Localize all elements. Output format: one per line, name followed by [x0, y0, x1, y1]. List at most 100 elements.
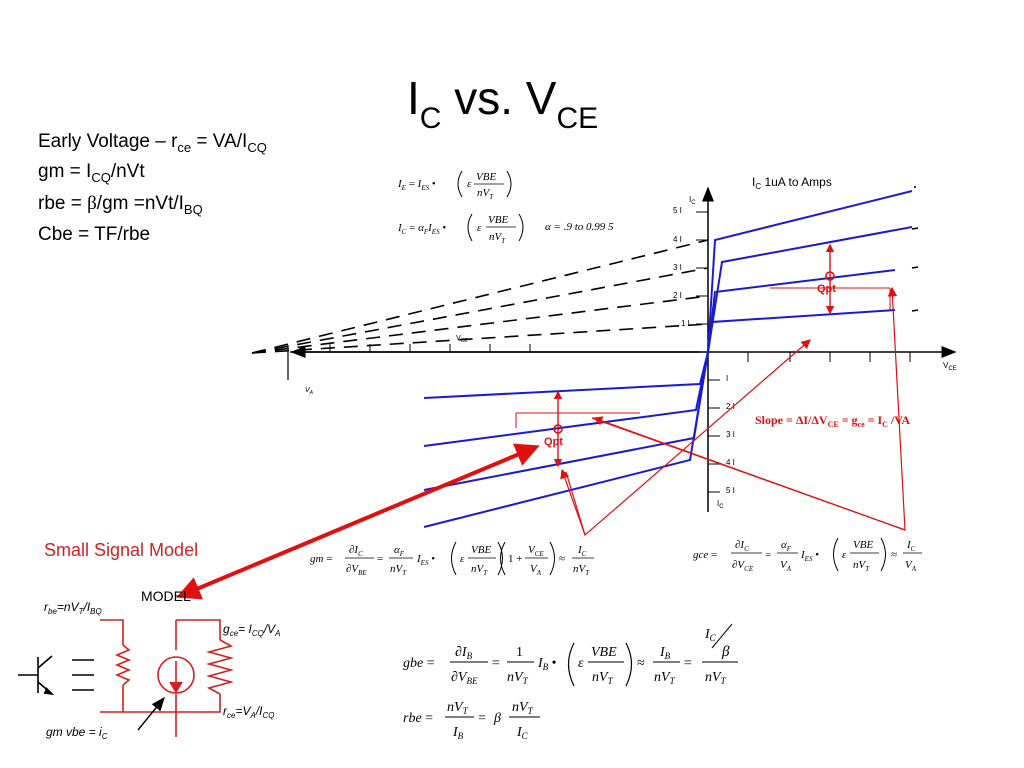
- svg-text:IE = IES •: IE = IES •: [397, 178, 436, 192]
- rbe-note: rbe = β/gm =nVt/IBQ: [38, 193, 203, 217]
- gm-equation: gm = ∂IC ∂VBE = αF nVT IES • ε VBE nVT 1…: [310, 541, 594, 577]
- svg-text:1: 1: [516, 645, 523, 660]
- svg-text:ε: ε: [460, 553, 465, 565]
- svg-text:ε: ε: [467, 178, 472, 190]
- svg-text:=: =: [684, 656, 692, 671]
- transistor-icon: [18, 655, 55, 696]
- tick-label: 1 I: [681, 319, 690, 328]
- svg-text:IC: IC: [577, 544, 587, 558]
- notes-block: Early Voltage – rce = VA/ICQ gm = ICQ/nV…: [38, 131, 267, 245]
- svg-text:ε: ε: [477, 222, 482, 234]
- svg-text:∂IC: ∂IC: [349, 544, 363, 558]
- gm-pointer-arrow: [137, 696, 165, 731]
- tick-label: 3 I: [726, 430, 735, 439]
- svg-text:α = .9 to 0.99 5: α = .9 to 0.99 5: [545, 221, 614, 233]
- tick-label: 2 I: [673, 291, 682, 300]
- characteristic-curves: [423, 190, 913, 528]
- tick-label: 4 I: [726, 458, 735, 467]
- gm-model-label: gm vbe = iC: [46, 725, 108, 741]
- tick-label: I: [726, 374, 728, 383]
- svg-text:VCE: VCE: [528, 544, 544, 558]
- tick-label: 2 I: [726, 402, 735, 411]
- svg-text:≈: ≈: [637, 656, 645, 671]
- svg-text:nVT: nVT: [477, 187, 494, 201]
- svg-text:VBE: VBE: [488, 214, 508, 226]
- rbe-equation: rbe = nVT IB = β nVT IC: [403, 700, 540, 741]
- vce-axis-label: VCE: [943, 361, 957, 372]
- page-title: IC vs. VCE: [407, 72, 598, 135]
- svg-text:IC: IC: [516, 725, 529, 741]
- early-voltage-note: Early Voltage – rce = VA/ICQ: [38, 131, 267, 155]
- svg-text:αF: αF: [394, 544, 405, 558]
- svg-text:∂IB: ∂IB: [455, 645, 473, 661]
- svg-text:≈: ≈: [559, 553, 565, 565]
- axis-labels: 5 I 4 I 3 I 2 I 1 I I 2 I 3 I 4 I 5 I IC…: [305, 195, 957, 510]
- svg-text:∂VBE: ∂VBE: [451, 670, 478, 686]
- svg-text:nVT: nVT: [489, 231, 506, 245]
- ic-axis-label-neg: IC: [717, 499, 724, 510]
- svg-text:VBE: VBE: [591, 645, 617, 660]
- tick-label: 3 I: [673, 263, 682, 272]
- svg-text:gce =: gce =: [693, 549, 717, 561]
- svg-text:αF: αF: [781, 539, 792, 553]
- qpt-label-upper: Qpt: [817, 283, 836, 295]
- svg-text:VBE: VBE: [476, 171, 496, 183]
- svg-text:nVT: nVT: [654, 670, 676, 686]
- svg-text:VBE: VBE: [853, 539, 873, 551]
- slope-label: Slope = ΔI/ΔVCE = gce = IC /VA: [755, 413, 910, 429]
- model-link-arrow: [176, 443, 540, 600]
- va-label: VA: [305, 387, 314, 396]
- vce-small-label: VCE: [456, 335, 468, 344]
- svg-text:IES •: IES •: [416, 553, 435, 567]
- equivalent-circuit: [100, 619, 235, 737]
- svg-text:=: =: [765, 549, 771, 561]
- gbe-equation: gbe = ∂IB ∂VBE = 1 nVT IB • ε VBE nVT ≈ …: [403, 623, 738, 687]
- svg-text:∂VBE: ∂VBE: [346, 563, 367, 577]
- ic-equation: IC = αFIES • ε VBE nVT α = .9 to 0.99 5: [397, 213, 614, 245]
- qpt-upper: Qpt: [770, 243, 891, 315]
- rce-model-label: rce=VA/ICQ: [223, 704, 274, 720]
- svg-text:rbe =: rbe =: [403, 711, 433, 726]
- svg-text:IB: IB: [659, 645, 671, 661]
- svg-text:ε: ε: [578, 656, 584, 671]
- tick-label: 4 I: [673, 235, 682, 244]
- svg-text:VBE: VBE: [471, 544, 491, 556]
- svg-text:β: β: [493, 711, 501, 726]
- gce-equation: gce = ∂IC ∂VCE = αF VA IES • ε VBE nVT ≈…: [693, 537, 922, 573]
- qpt-lower: Qpt: [515, 390, 640, 468]
- svg-text:=: =: [478, 711, 486, 726]
- model-labels: rbe=nVT/IBQ gce= ICQ/VA rce=VA/ICQ gm vb…: [44, 600, 281, 741]
- svg-text:IC: IC: [906, 539, 916, 553]
- svg-text:ε: ε: [842, 549, 847, 561]
- svg-text:VA: VA: [905, 559, 917, 573]
- model-label: MODEL: [141, 588, 191, 604]
- tick-label: 5 I: [673, 206, 682, 215]
- small-signal-heading: Small Signal Model: [44, 540, 198, 560]
- svg-text:∂VCE: ∂VCE: [732, 559, 754, 573]
- svg-text:gm =: gm =: [310, 553, 332, 565]
- svg-text:nVT: nVT: [471, 563, 488, 577]
- gce-model-label: gce= ICQ/VA: [223, 622, 281, 638]
- svg-text:nVT: nVT: [705, 670, 727, 686]
- svg-text:=: =: [492, 656, 500, 671]
- svg-text:nVT: nVT: [573, 563, 590, 577]
- svg-text:∂IC: ∂IC: [735, 539, 749, 553]
- qpt-label-lower: Qpt: [544, 436, 563, 448]
- svg-text:nVT: nVT: [512, 700, 534, 716]
- ic-axis-label: IC: [689, 195, 696, 206]
- svg-text:nVT: nVT: [447, 700, 469, 716]
- tick-label: 5 I: [726, 486, 735, 495]
- svg-text:nVT: nVT: [592, 670, 614, 686]
- svg-text:≈: ≈: [891, 549, 897, 561]
- svg-text:nVT: nVT: [853, 559, 870, 573]
- svg-text:1 +: 1 +: [508, 553, 522, 565]
- svg-text:gbe =: gbe =: [403, 656, 435, 671]
- slope-pointer-lines: [560, 286, 906, 537]
- ic-range-label: IC 1uA to Amps: [752, 175, 832, 191]
- svg-text:nVT: nVT: [390, 563, 407, 577]
- cbe-note: Cbe = TF/rbe: [38, 224, 150, 245]
- svg-text:IC: IC: [704, 627, 717, 643]
- svg-text:nVT: nVT: [507, 670, 529, 686]
